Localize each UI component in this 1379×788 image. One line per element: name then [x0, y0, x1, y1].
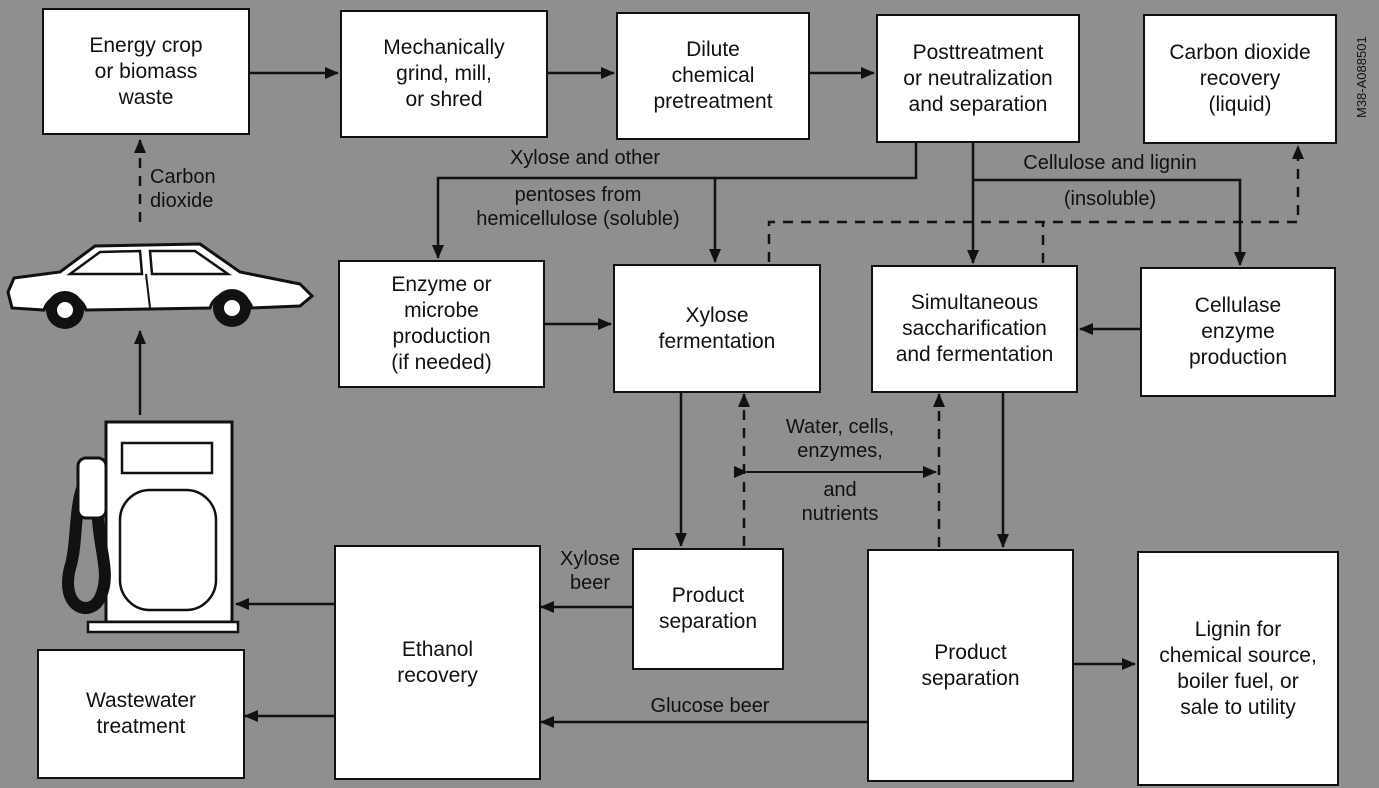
lignin-box: Lignin for chemical source, boiler fuel,… [1137, 551, 1339, 786]
figure-code-text: M38-A088501 [1354, 36, 1369, 118]
car-icon [6, 242, 315, 329]
insoluble-label: (insoluble) [1063, 188, 1157, 210]
xylose-beer-label: Xylose beer [559, 548, 621, 594]
figure-code: M38-A088501 [1354, 36, 1369, 118]
co2-recovery-box: Carbon dioxide recovery (liquid) [1143, 14, 1337, 144]
water-cells-label: Water, cells, enzymes, [785, 416, 895, 462]
ssf-box: Simultaneous saccharification and fermen… [871, 265, 1078, 393]
nutrients-label: and nutrients [801, 479, 879, 525]
cellulose-lignin-label: Cellulose and lignin [1023, 152, 1197, 174]
product-separation-box-small: Product separation [632, 548, 784, 670]
ethanol-recovery-box: Ethanol recovery [334, 545, 541, 780]
grind-box: Mechanically grind, mill, or shred [340, 10, 548, 138]
fuel-pump-icon [62, 420, 240, 634]
dilute-pretreatment-box: Dilute chemical pretreatment [616, 12, 810, 140]
enzyme-microbe-box: Enzyme or microbe production (if needed) [338, 260, 545, 388]
glucose-beer-label: Glucose beer [650, 695, 770, 717]
cellulase-box: Cellulase enzyme production [1140, 267, 1336, 397]
arrow-cellulose-to-cellulase [973, 178, 1246, 266]
energy-crop-box: Energy crop or biomass waste [42, 8, 250, 135]
arrow-xylose-to-enzyme [432, 143, 918, 259]
carbon-dioxide-label: Carbon dioxide [150, 166, 216, 212]
posttreatment-box: Posttreatment or neutralization and sepa… [876, 14, 1080, 143]
xylose-fermentation-box: Xylose fermentation [613, 264, 821, 393]
pentoses-label: pentoses from hemicellulose (soluble) [476, 184, 680, 230]
xylose-other-label: Xylose and other [509, 147, 661, 169]
product-separation-box-large: Product separation [867, 549, 1074, 782]
wastewater-box: Wastewater treatment [37, 649, 245, 779]
dashed-co2-recovery [767, 145, 1304, 262]
